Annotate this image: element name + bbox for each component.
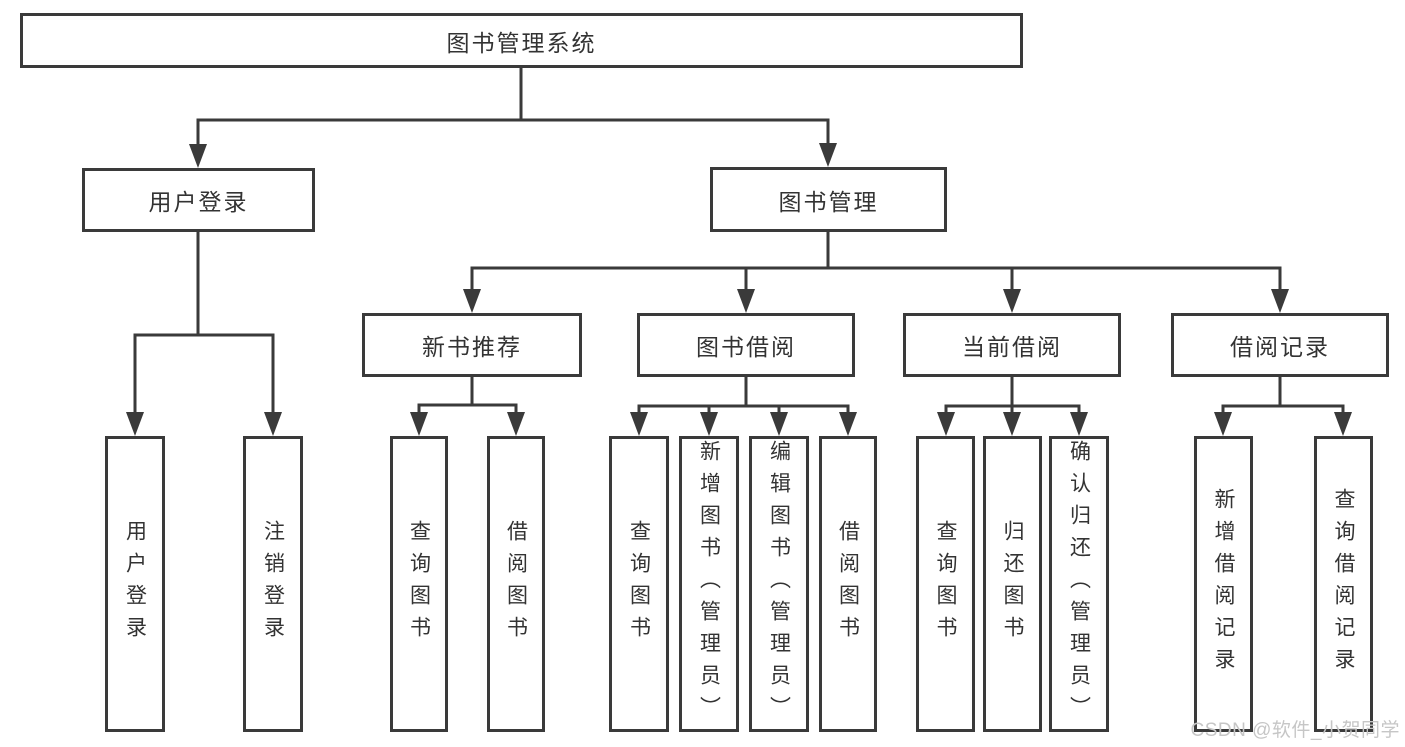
leaf-records-add-record-label: 新增借阅记录 bbox=[1212, 488, 1235, 680]
node-library-system-label: 图书管理系统 bbox=[446, 29, 597, 56]
node-book-management-label: 图书管理 bbox=[778, 188, 879, 215]
leaf-borrow-query-books-label: 查询图书 bbox=[627, 520, 651, 648]
leaf-borrow-add-books-admin-label: 新增图书（管理员） bbox=[697, 440, 721, 728]
leaf-current-query-books: 查询图书 bbox=[916, 436, 975, 732]
leaf-borrow-edit-books-admin-label: 编辑图书（管理员） bbox=[767, 440, 791, 728]
leaf-user-login-label: 用户登录 bbox=[123, 520, 147, 648]
node-book-borrowing-label: 图书借阅 bbox=[696, 334, 796, 360]
leaf-borrow-borrow-books: 借阅图书 bbox=[819, 436, 877, 732]
leaf-records-add-record: 新增借阅记录 bbox=[1194, 436, 1253, 732]
leaf-logout-label: 注销登录 bbox=[261, 520, 285, 648]
node-user-login: 用户登录 bbox=[82, 168, 315, 232]
node-book-management: 图书管理 bbox=[710, 167, 947, 232]
node-borrowing-records: 借阅记录 bbox=[1171, 313, 1389, 377]
node-book-borrowing: 图书借阅 bbox=[637, 313, 855, 377]
leaf-current-return-books-label: 归还图书 bbox=[1001, 520, 1024, 648]
leaf-user-login: 用户登录 bbox=[105, 436, 165, 732]
node-library-system: 图书管理系统 bbox=[20, 13, 1023, 68]
leaf-borrow-add-books-admin: 新增图书（管理员） bbox=[679, 436, 739, 732]
leaf-newbook-borrow-books-label: 借阅图书 bbox=[504, 520, 528, 648]
leaf-current-query-books-label: 查询图书 bbox=[934, 520, 957, 648]
node-borrowing-records-label: 借阅记录 bbox=[1230, 334, 1330, 360]
leaf-current-return-books: 归还图书 bbox=[983, 436, 1042, 732]
leaf-records-query-record-label: 查询借阅记录 bbox=[1332, 488, 1355, 680]
csdn-watermark: CSDN @软件_小贺同学 bbox=[1190, 720, 1400, 741]
node-new-book-recommend-label: 新书推荐 bbox=[422, 334, 522, 360]
leaf-current-confirm-return-admin: 确认归还（管理员） bbox=[1049, 436, 1109, 732]
leaf-current-confirm-return-admin-label: 确认归还（管理员） bbox=[1067, 440, 1091, 728]
leaf-borrow-borrow-books-label: 借阅图书 bbox=[836, 520, 860, 648]
node-current-borrowing: 当前借阅 bbox=[903, 313, 1121, 377]
leaf-newbook-query-books: 查询图书 bbox=[390, 436, 448, 732]
leaf-newbook-query-books-label: 查询图书 bbox=[407, 520, 431, 648]
leaf-newbook-borrow-books: 借阅图书 bbox=[487, 436, 545, 732]
node-current-borrowing-label: 当前借阅 bbox=[962, 334, 1062, 360]
node-user-login-label: 用户登录 bbox=[148, 189, 249, 215]
leaf-borrow-edit-books-admin: 编辑图书（管理员） bbox=[749, 436, 809, 732]
leaf-records-query-record: 查询借阅记录 bbox=[1314, 436, 1373, 732]
node-new-book-recommend: 新书推荐 bbox=[362, 313, 582, 377]
leaf-logout: 注销登录 bbox=[243, 436, 303, 732]
leaf-borrow-query-books: 查询图书 bbox=[609, 436, 669, 732]
